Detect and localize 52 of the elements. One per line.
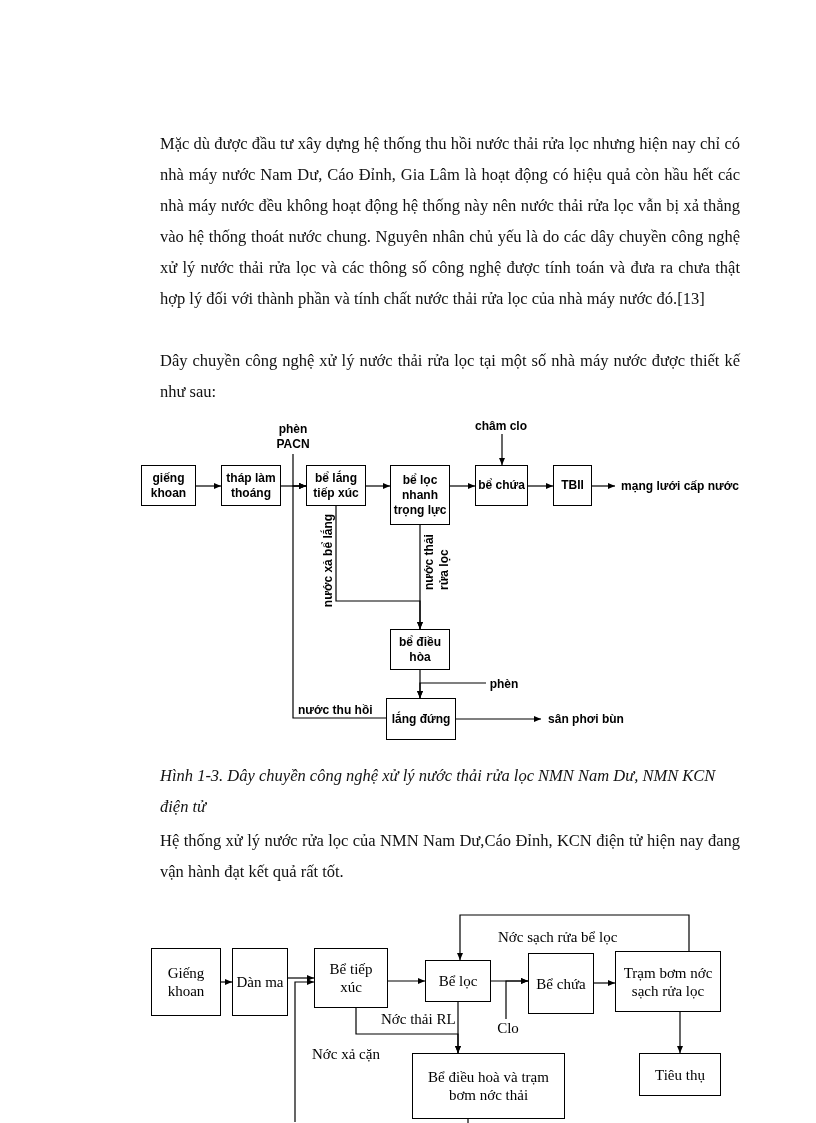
arrow xyxy=(287,975,315,981)
process-box: TBII xyxy=(553,465,592,506)
edge-label: Nớc xả cặn xyxy=(312,1045,380,1063)
paragraph: Dây chuyền công nghệ xử lý nước thải rửa lọc tại một số nhà máy nước được thiết kế như sau: xyxy=(160,350,740,403)
arrow xyxy=(455,716,542,722)
arrow xyxy=(527,483,554,489)
process-box: Dàn ma xyxy=(232,948,288,1016)
figure-caption: Hình 1-3. Dây chuyền công nghệ xử lý nước thải rửa lọc NMN Nam Dư, NMN KCN điện tử xyxy=(160,765,717,818)
arrow xyxy=(449,483,476,489)
arrow xyxy=(593,980,616,986)
process-box: bể lọc nhanh trọng lực xyxy=(390,465,450,525)
arrow xyxy=(292,483,387,719)
edge-label: nước thải rửa lọc xyxy=(422,533,452,590)
process-box: bể chứa xyxy=(475,465,528,506)
arrow xyxy=(365,483,391,489)
arrow xyxy=(455,1001,461,1054)
edge-label: Nớc thải RL xyxy=(381,1010,456,1028)
edge-label: nước xả bể lắng xyxy=(320,513,336,607)
arrow xyxy=(505,978,529,1020)
arrow xyxy=(387,978,426,984)
process-box: tháp làm thoáng xyxy=(221,465,281,506)
flow-label: Clo xyxy=(494,1019,522,1037)
process-box: bể điều hòa xyxy=(390,629,450,670)
arrow xyxy=(195,483,222,489)
flow-label: phèn PACN xyxy=(272,420,314,454)
arrow xyxy=(417,682,487,699)
flow-label: phèn xyxy=(486,676,522,692)
process-box: lắng đứng xyxy=(386,698,456,740)
flow-label: châm clo xyxy=(465,418,537,434)
process-box: Trạm bơm nớc sạch rửa lọc xyxy=(615,951,721,1012)
flow-label: mạng lưới cấp nước xyxy=(615,478,745,494)
arrow xyxy=(294,979,315,1123)
arrow xyxy=(417,524,423,630)
connector-line xyxy=(467,1118,469,1123)
edge-label: Nớc sạch rửa bể lọc xyxy=(498,928,618,946)
process-box: Bể điều hoà và trạm bơm nớc thải xyxy=(412,1053,565,1119)
edge-label: nước thu hồi xyxy=(298,703,373,718)
process-box: Bể chứa xyxy=(528,953,594,1014)
arrow xyxy=(591,483,616,489)
arrow xyxy=(457,914,690,961)
flow-label: sân phơi bùn xyxy=(541,711,631,727)
process-box: giếng khoan xyxy=(141,465,196,506)
arrow xyxy=(677,1011,683,1054)
process-box: bể lắng tiếp xúc xyxy=(306,465,366,506)
process-box: Giếng khoan xyxy=(151,948,221,1016)
paragraph: Mặc dù được đầu tư xây dựng hệ thống thu hồi nước thải rửa lọc nhưng hiện nay chỉ có nhà máy nước Nam Dư, Cáo Đỉnh, Gia Lâm là hoạt động có hiệu quả còn hầu hết các nhà máy nước đều không hoạt động hệ thống này nên nước thải rửa lọc vẫn bị xả thẳng vào hệ thống thoát nước chung. Nguyên nhân chủ yếu là do các dây chuyền công nghệ xử lý nước thải rửa lọc và các thông số công nghệ được tính toán và đưa ra chưa thật hợp lý đối với thành phần và tính chất nước thải rửa lọc của nhà máy nước đó.[13] xyxy=(160,133,740,310)
arrow xyxy=(499,433,505,466)
arrow xyxy=(220,979,233,985)
process-box: Tiêu thụ xyxy=(639,1053,721,1096)
process-box: Bể tiếp xúc xyxy=(314,948,388,1008)
paragraph: Hệ thống xử lý nước rửa lọc của NMN Nam Dư,Cáo Đỉnh, KCN điện tử hiện nay đang vận hành đạt kết quả rất tốt. xyxy=(160,830,740,883)
process-box: Bể lọc xyxy=(425,960,491,1002)
